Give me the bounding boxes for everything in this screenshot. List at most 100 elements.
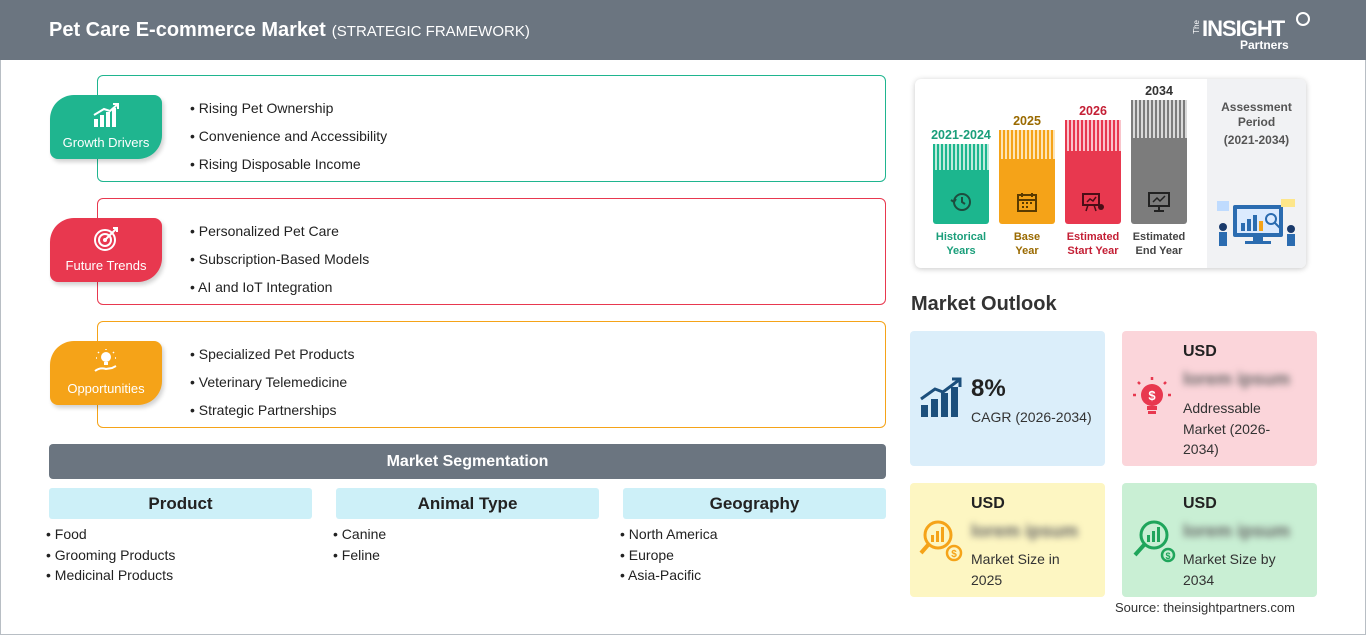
opportunities-card: Specialized Pet Products Veterinary Tele… [97, 321, 886, 428]
logo-partners: Partners [1240, 38, 1289, 52]
timeline-label-line2: Start Year [1067, 245, 1119, 257]
addressable-line2: Market (2026- [1183, 420, 1271, 437]
timeline-year: 2034 [1145, 84, 1173, 98]
size-2025-value-blurred: lorem ipsum [971, 521, 1079, 541]
size-2025-line1: Market Size in [971, 551, 1060, 567]
header-bar: Pet Care E-commerce Market (STRATEGIC FRA… [0, 0, 1366, 60]
assessment-line1: Assessment [1221, 100, 1292, 114]
market-size-2034-tile: $ USD lorem ipsum Market Size by 2034 [1122, 483, 1317, 597]
source-credit[interactable]: Source: theinsightpartners.com [1115, 600, 1295, 615]
timeline-stripes [999, 130, 1055, 159]
timeline-label-line2: Year [1015, 245, 1039, 257]
size-2034-line1: Market Size by [1183, 551, 1276, 567]
future-trends-card: Personalized Pet Care Subscription-Based… [97, 198, 886, 305]
future-trends-label: Future Trends [65, 258, 147, 273]
svg-text:$: $ [1148, 388, 1156, 403]
list-item: Subscription-Based Models [190, 245, 369, 273]
magnifier-coins-icon: $ [919, 520, 963, 562]
timeline-label-line2: Years [946, 245, 976, 257]
logo-ring-icon [1296, 12, 1310, 26]
size-2034-line2: 2034 [1183, 571, 1215, 588]
list-item: Asia-Pacific [620, 565, 718, 586]
logo-insight: INSIGHT [1202, 16, 1285, 41]
growth-drivers-list: Rising Pet Ownership Convenience and Acc… [190, 94, 387, 178]
timeline-label-line2: End Year [1135, 245, 1183, 257]
growth-bars-icon [920, 377, 962, 417]
timeline-bar [1065, 151, 1121, 224]
analytics-people-icon [1217, 199, 1295, 246]
timeline-stripes [933, 144, 989, 170]
magnifier-growth-icon: $ [1133, 520, 1176, 563]
history-clock-icon [950, 193, 971, 211]
list-item: North America [620, 524, 718, 545]
timeline-year: 2025 [1013, 114, 1041, 128]
title-text: Pet Care E-commerce Market [49, 19, 326, 41]
timeline-year: 2026 [1079, 104, 1107, 118]
list-item: Food [46, 524, 175, 545]
lightbulb-dollar-icon: $ [1133, 377, 1171, 414]
list-item: Specialized Pet Products [190, 340, 355, 368]
target-icon [94, 227, 118, 251]
growth-chart-icon [93, 103, 119, 127]
logo-the: The [1192, 20, 1201, 34]
size-2034-label: Market Size by 2034 [1183, 549, 1276, 590]
list-item: Feline [333, 545, 386, 566]
list-item: Convenience and Accessibility [190, 122, 387, 150]
list-item: Personalized Pet Care [190, 217, 369, 245]
timeline-label: Estimated End Year [1115, 230, 1203, 258]
size-2025-currency: USD [971, 495, 1005, 512]
list-item: Medicinal Products [46, 565, 175, 586]
market-outlook-title: Market Outlook [911, 293, 1057, 315]
list-item: Canine [333, 524, 386, 545]
lightbulb-hand-icon [94, 349, 117, 372]
segment-list-product: Food Grooming Products Medicinal Product… [46, 524, 176, 586]
timeline-label: Historical Years [917, 230, 1005, 258]
svg-text:$: $ [1165, 551, 1170, 561]
timeline-label-line1: Historical [935, 231, 987, 243]
opportunities-list: Specialized Pet Products Veterinary Tele… [190, 340, 355, 424]
insight-partners-logo[interactable]: The INSIGHT Partners [1192, 10, 1312, 54]
timeline-stripes [1065, 120, 1121, 151]
addressable-line3: 2034) [1183, 441, 1219, 457]
assessment-period-label: Assessment Period [1207, 100, 1306, 130]
size-2034-currency: USD [1183, 495, 1217, 512]
size-2025-line2: 2025 [971, 571, 1003, 588]
cagr-tile: 8% CAGR (2026-2034) [910, 331, 1105, 466]
timeline-label-line1: Base [1013, 231, 1041, 243]
size-2025-label: Market Size in 2025 [971, 549, 1060, 590]
market-segmentation-bar: Market Segmentation [49, 444, 886, 479]
assessment-period-box: Assessment Period (2021-2034) [1207, 79, 1306, 268]
growth-drivers-badge: Growth Drivers [50, 95, 162, 159]
addressable-line1: Addressable [1183, 400, 1261, 416]
timeline-label-line1: Estimated [1132, 231, 1186, 243]
timeline-year: 2021-2024 [931, 128, 991, 142]
addressable-currency: USD [1183, 343, 1217, 360]
future-trends-list: Personalized Pet Care Subscription-Based… [190, 217, 369, 301]
page-subtitle: (STRATEGIC FRAMEWORK) [331, 23, 530, 40]
addressable-value-blurred: lorem ipsum [1183, 369, 1291, 389]
segment-list-geography: North America Europe Asia-Pacific [620, 524, 718, 586]
timeline-bar [999, 159, 1055, 224]
cagr-value: 8% [971, 375, 1006, 402]
segment-header-animal-type: Animal Type [336, 488, 599, 519]
list-item: Strategic Partnerships [190, 396, 354, 424]
page-title: Pet Care E-commerce Market (STRATEGIC FRA… [49, 19, 530, 42]
future-trends-badge: Future Trends [50, 218, 162, 282]
list-item: Rising Pet Ownership [190, 94, 387, 122]
timeline-label: Estimated Start Year [1049, 230, 1137, 258]
segment-header-geography: Geography [623, 488, 886, 519]
growth-drivers-label: Growth Drivers [62, 135, 150, 150]
timeline-label-line1: Estimated [1066, 231, 1120, 243]
assessment-range: (2021-2034) [1223, 133, 1290, 147]
timeline-label: Base Year [983, 230, 1071, 258]
segment-header-product: Product [49, 488, 312, 519]
segment-list-animal-type: Canine Feline [333, 524, 386, 565]
cagr-label: CAGR (2026-2034) [971, 409, 1092, 425]
list-item: Europe [620, 545, 718, 566]
size-2034-value-blurred: lorem ipsum [1183, 521, 1291, 541]
timeline-card: 2021-2024 Historical Years 2025 Base Yea… [915, 79, 1306, 268]
addressable-label: Addressable Market (2026- 2034) [1183, 398, 1270, 460]
list-item: Rising Disposable Income [190, 150, 387, 178]
svg-text:$: $ [951, 549, 957, 560]
presentation-icon [1082, 193, 1104, 212]
